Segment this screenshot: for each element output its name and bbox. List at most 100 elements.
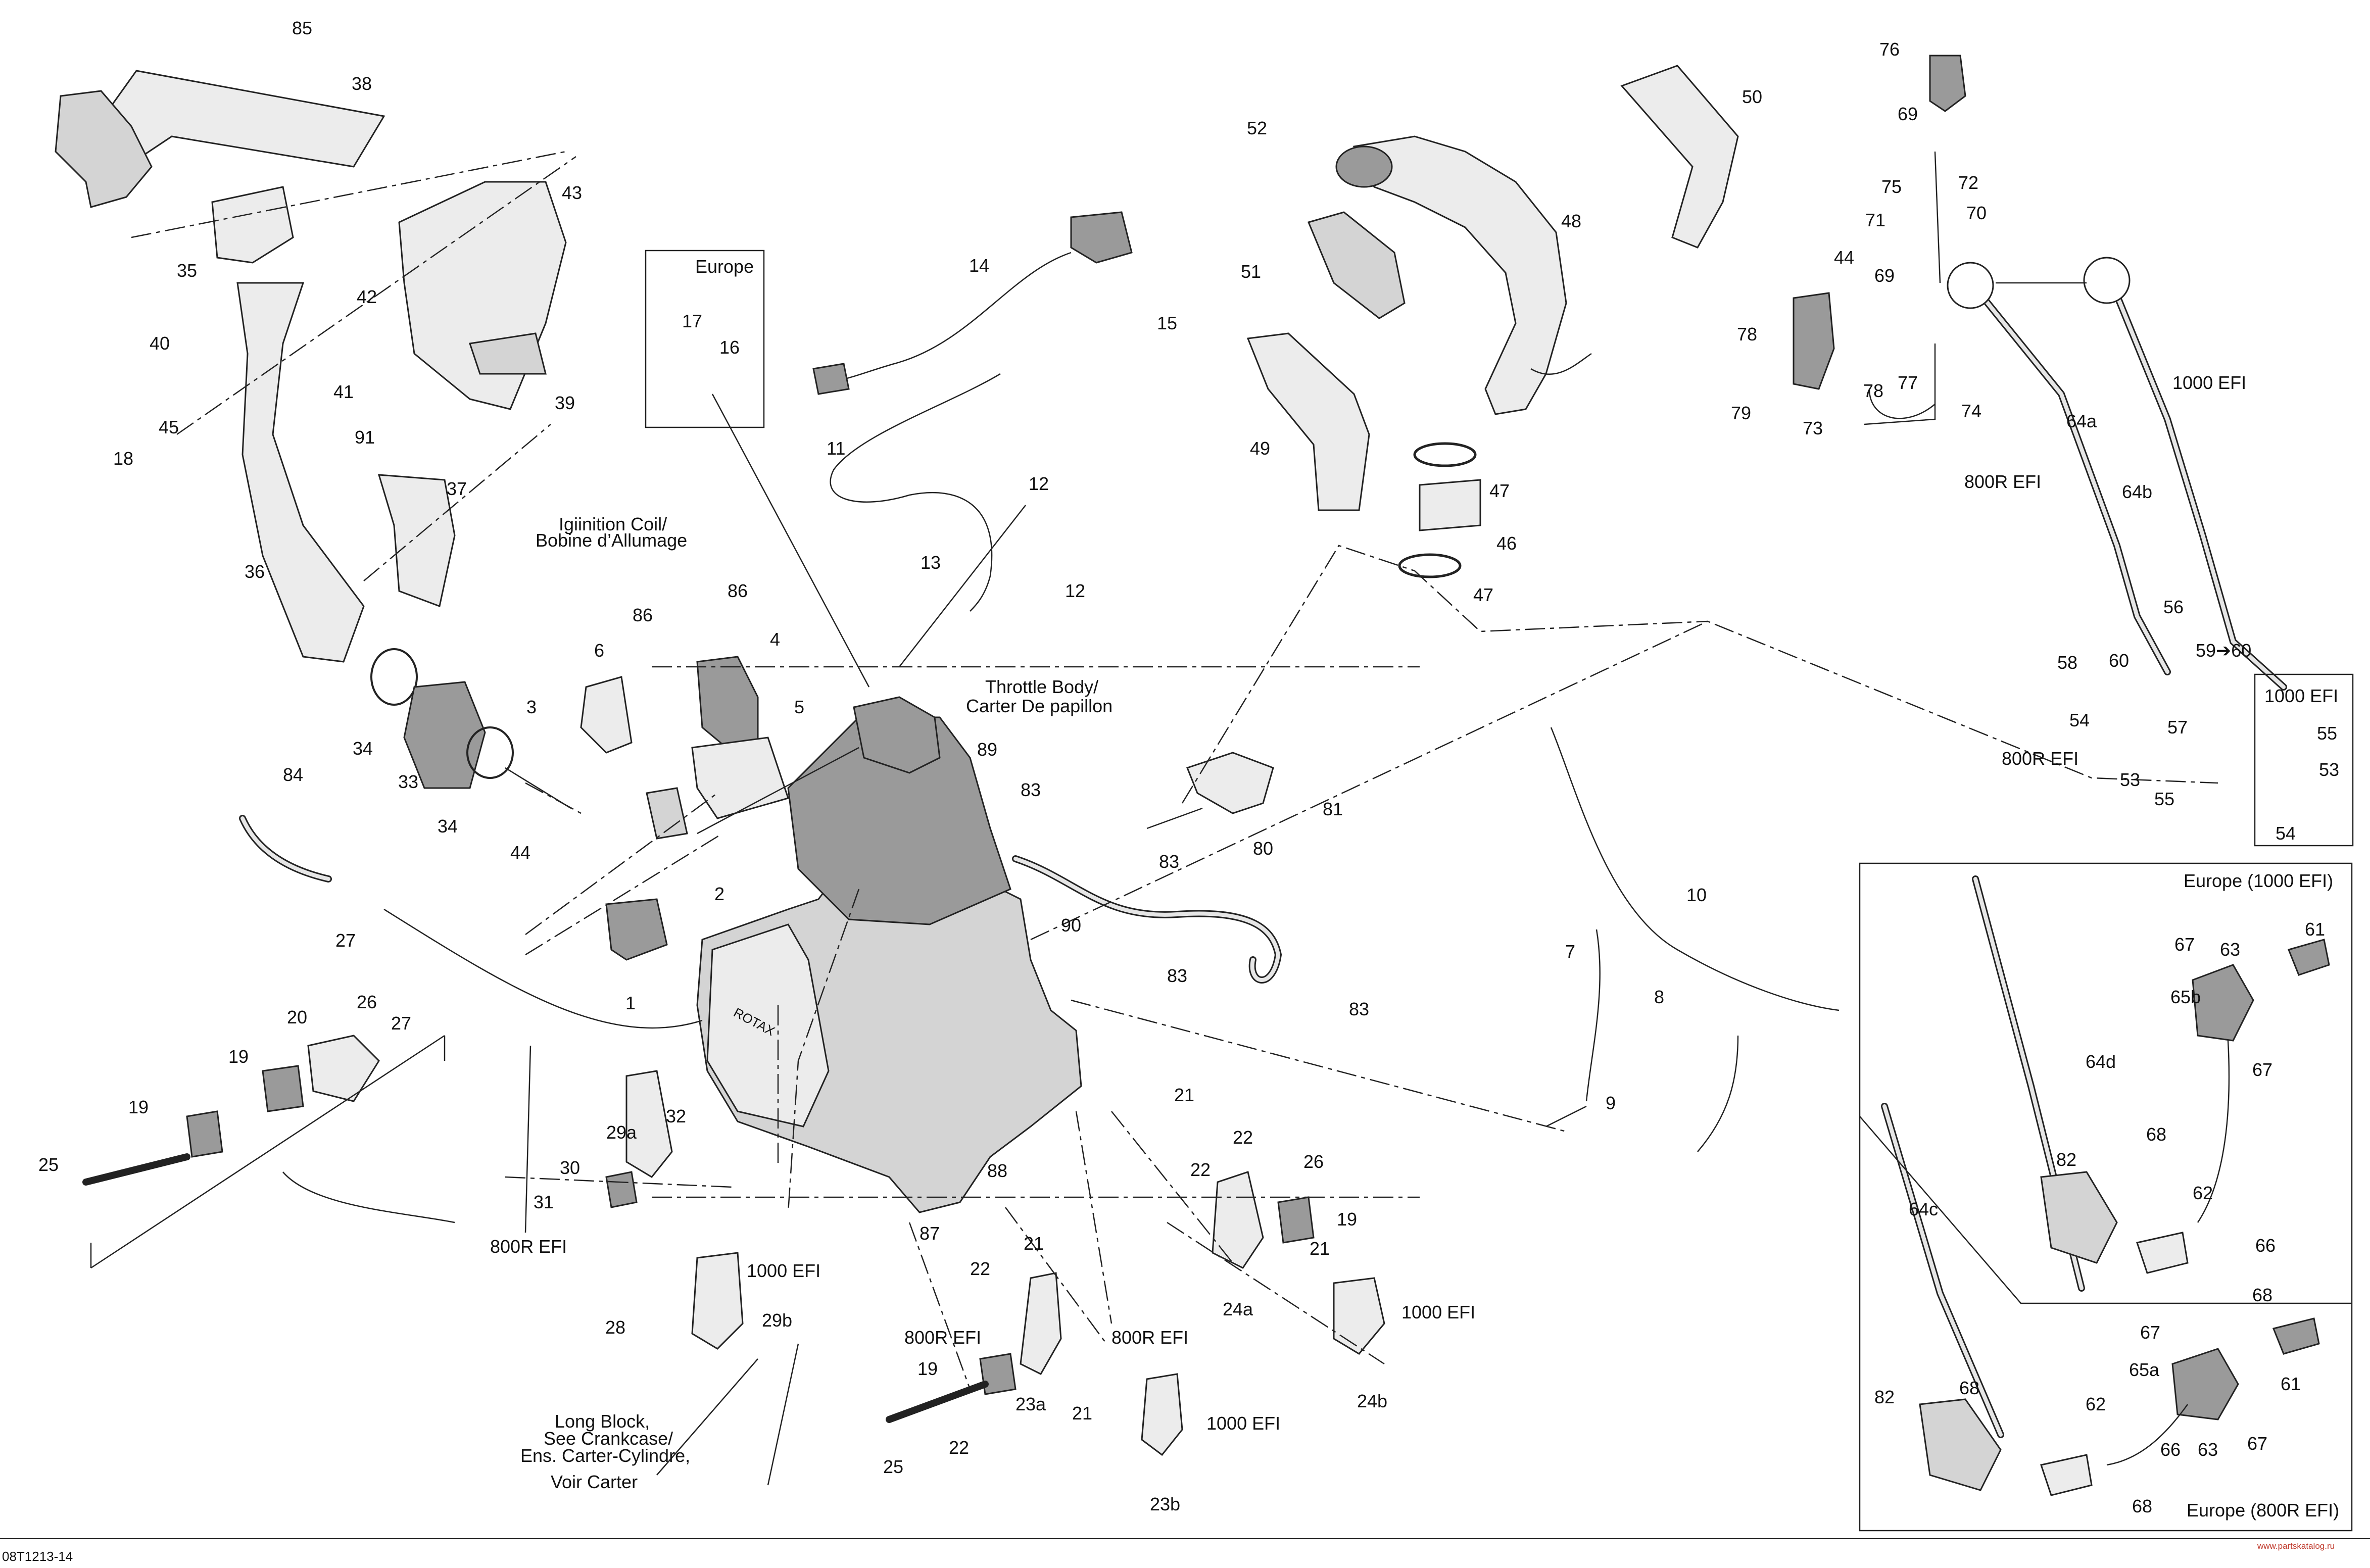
part-64a-rod-inner <box>1973 286 2169 674</box>
part-30-mount <box>605 1171 638 1208</box>
callout-42: 42 <box>357 286 377 307</box>
part-64b-eye <box>2083 257 2131 304</box>
part-engine-cover <box>706 923 830 1128</box>
callout-17: 17 <box>682 311 702 331</box>
callout-67b: 67 <box>2252 1059 2272 1080</box>
caption-ignition-line2: Bobine d’Allumage <box>536 530 687 551</box>
callout-77: 77 <box>1898 372 1918 393</box>
callout-26a: 26 <box>357 992 377 1012</box>
callout-47a: 47 <box>1489 480 1510 501</box>
part-74-spring <box>1864 344 1936 425</box>
callout-23b: 23b <box>1150 1494 1180 1514</box>
callout-70: 70 <box>1966 203 1987 223</box>
callout-76: 76 <box>1879 39 1900 60</box>
caption-800refi-shift: 800R EFI <box>1964 471 2041 492</box>
part-14-connector <box>812 363 850 395</box>
callout-27a: 27 <box>335 930 356 951</box>
part-62-plate-a <box>2136 1232 2189 1274</box>
part-65b-housing <box>2192 964 2254 1042</box>
part-29b-bracket <box>691 1252 744 1350</box>
callout-75: 75 <box>1881 176 1902 197</box>
part-19-mount-c <box>1277 1196 1315 1244</box>
callout-19a: 19 <box>228 1046 249 1067</box>
callout-60: 60 <box>2109 650 2129 671</box>
europe-inset-divider <box>1859 1116 2352 1304</box>
callout-46: 46 <box>1496 533 1517 554</box>
callout-65a: 65a <box>2129 1359 2160 1380</box>
callout-67d: 67 <box>2247 1433 2267 1454</box>
callout-4: 4 <box>770 629 780 650</box>
callout-38: 38 <box>352 73 372 94</box>
caption-longblock-line4: Voir Carter <box>551 1472 638 1492</box>
caption-1000efi-shift: 1000 EFI <box>2172 372 2246 393</box>
part-ecu <box>691 737 789 819</box>
caption-throttle-line1: Throttle Body/ <box>985 676 1098 697</box>
part-24b-bracket <box>1333 1277 1385 1355</box>
callout-80: 80 <box>1253 838 1273 859</box>
callout-23a: 23a <box>1015 1394 1046 1414</box>
callout-49: 49 <box>1250 438 1270 459</box>
callout-34a: 34 <box>353 738 373 759</box>
callout-88: 88 <box>987 1160 1007 1181</box>
part-75-lever <box>1934 151 1941 283</box>
callout-53a: 53 <box>2120 769 2140 790</box>
callout-65b: 65b <box>2170 987 2201 1007</box>
callout-85: 85 <box>292 18 312 38</box>
callout-14: 14 <box>969 255 989 276</box>
callout-61a: 61 <box>2305 919 2325 940</box>
callout-48: 48 <box>1561 211 1581 231</box>
part-connector <box>646 787 688 840</box>
callout-78a: 78 <box>1737 324 1757 345</box>
captions: Europe Igiinition Coil/ Bobine d’Allumag… <box>490 256 2339 1521</box>
callout-56: 56 <box>2163 597 2184 617</box>
callout-24b: 24b <box>1357 1391 1387 1411</box>
callout-31: 31 <box>534 1192 554 1212</box>
callout-20: 20 <box>287 1007 307 1027</box>
callout-6: 6 <box>594 640 604 661</box>
watermark: www.partskatalog.ru <box>2257 1541 2335 1551</box>
callout-86b: 86 <box>728 580 748 601</box>
callout-27b: 27 <box>391 1013 411 1034</box>
caption-europe-box: Europe <box>695 256 754 277</box>
callout-16: 16 <box>719 337 740 358</box>
callout-74: 74 <box>1961 401 1981 421</box>
inset-boxes <box>645 250 2354 1532</box>
callout-22b: 22 <box>1190 1159 1211 1180</box>
part-52-outlet <box>1335 145 1393 188</box>
part-14-cable <box>828 252 1072 381</box>
part-64c-rod-inner <box>1882 1104 2003 1437</box>
callout-18: 18 <box>113 448 133 469</box>
callout-22d: 22 <box>949 1437 969 1458</box>
part-38-duct <box>55 90 153 208</box>
callout-82b: 82 <box>1874 1387 1895 1407</box>
part-33-coupling <box>403 681 486 789</box>
callout-44a: 44 <box>510 842 530 863</box>
callout-78b: 78 <box>1863 380 1883 401</box>
callout-57: 57 <box>2167 717 2188 738</box>
callout-63a: 63 <box>2220 939 2240 960</box>
callout-30: 30 <box>560 1157 580 1178</box>
callout-47b: 47 <box>1473 584 1493 605</box>
callout-labels: 85 38 35 40 45 18 36 37 43 42 41 39 91 3… <box>38 18 2339 1516</box>
europe-box-16-17 <box>645 250 765 428</box>
callout-62b: 62 <box>2086 1394 2106 1414</box>
part-11-cable <box>830 373 1001 612</box>
callout-59: 59➔60 <box>2196 640 2251 661</box>
part-10-cable <box>1550 727 1840 1011</box>
caption-longblock-line2: See Crankcase/ <box>544 1428 673 1449</box>
part-80-bracket <box>1186 752 1274 814</box>
part-23b-bracket <box>1141 1373 1183 1456</box>
callout-12b: 12 <box>1065 580 1085 601</box>
callout-28: 28 <box>605 1317 625 1338</box>
callout-32: 32 <box>666 1106 686 1126</box>
callout-21c: 21 <box>1024 1233 1044 1254</box>
part-64a-eye <box>1947 262 1994 309</box>
part-19-mount-d <box>979 1353 1017 1395</box>
callout-67a: 67 <box>2174 934 2195 955</box>
caption-800refi-left: 800R EFI <box>490 1236 567 1257</box>
part-20-bracket <box>307 1035 380 1102</box>
callout-83c: 83 <box>1167 965 1187 986</box>
callout-12a: 12 <box>1029 473 1049 494</box>
callout-83b: 83 <box>1159 851 1179 872</box>
callout-66b: 66 <box>2160 1439 2181 1460</box>
